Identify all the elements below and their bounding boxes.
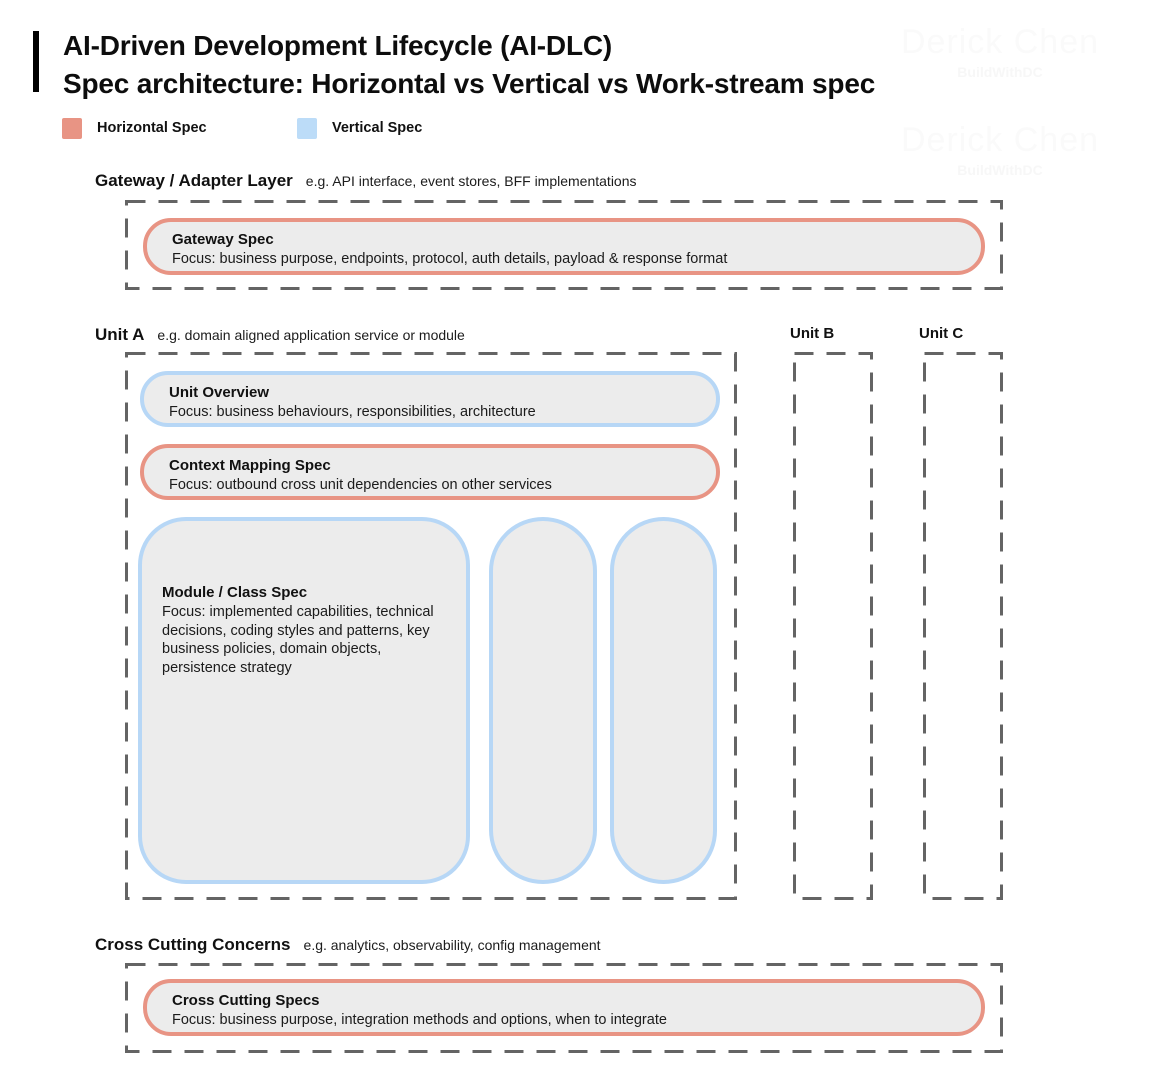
gateway-section-heading: Gateway / Adapter Layer e.g. API interfa… [95,171,637,191]
vertical-spec-label: Vertical Spec [332,120,423,136]
watermark-handle: BuildWithDC [957,162,1043,178]
page-title-line2: Spec architecture: Horizontal vs Vertica… [63,68,876,99]
module-class-spec-card: Module / Class Spec Focus: implemented c… [138,517,470,884]
unit-c-boundary [923,352,1003,900]
unit-a-section-heading: Unit A e.g. domain aligned application s… [95,325,465,345]
legend: Horizontal Spec Vertical Spec [0,117,1153,141]
watermark: Derick Chen BuildWithDC [900,22,1100,80]
vertical-spec-pill [489,517,597,884]
title-accent-bar [33,31,39,92]
unit-b-boundary [793,352,873,900]
unit-a-boundary [125,352,737,900]
context-mapping-title: Context Mapping Spec [169,457,331,474]
page-title: AI-Driven Development Lifecycle (AI-DLC)… [63,27,875,103]
unit-c-heading: Unit C [919,325,964,342]
cross-cutting-example: e.g. analytics, observability, config ma… [303,937,601,953]
cross-cutting-spec-title: Cross Cutting Specs [172,992,320,1009]
vertical-spec-swatch [297,118,317,139]
gateway-spec-title: Gateway Spec [172,231,274,248]
gateway-heading: Gateway / Adapter Layer [95,171,293,190]
unit-overview-focus: Focus: business behaviours, responsibili… [169,404,536,420]
watermark-handle: BuildWithDC [957,64,1043,80]
watermark-name: Derick Chen [900,23,1100,61]
gateway-spec-card: Gateway Spec Focus: business purpose, en… [143,218,985,275]
cross-cutting-section-heading: Cross Cutting Concerns e.g. analytics, o… [95,935,601,955]
context-mapping-focus: Focus: outbound cross unit dependencies … [169,477,552,493]
cross-cutting-spec-card: Cross Cutting Specs Focus: business purp… [143,979,985,1036]
cross-cutting-spec-focus: Focus: business purpose, integration met… [172,1012,667,1028]
gateway-example: e.g. API interface, event stores, BFF im… [305,173,637,189]
unit-b-heading: Unit B [790,325,835,342]
gateway-spec-focus: Focus: business purpose, endpoints, prot… [172,251,728,267]
page-title-line1: AI-Driven Development Lifecycle (AI-DLC) [63,30,612,61]
unit-a-example: e.g. domain aligned application service … [157,327,465,343]
horizontal-spec-swatch [62,118,82,139]
module-class-title: Module / Class Spec [162,584,308,601]
context-mapping-spec-card: Context Mapping Spec Focus: outbound cro… [140,444,720,500]
unit-overview-title: Unit Overview [169,384,270,401]
horizontal-spec-label: Horizontal Spec [97,120,207,136]
vertical-spec-pill [610,517,717,884]
unit-overview-spec-card: Unit Overview Focus: business behaviours… [140,371,720,427]
cross-cutting-heading: Cross Cutting Concerns [95,935,291,954]
unit-a-heading: Unit A [95,325,145,344]
module-class-focus: Focus: implemented capabilities, technic… [162,604,434,676]
